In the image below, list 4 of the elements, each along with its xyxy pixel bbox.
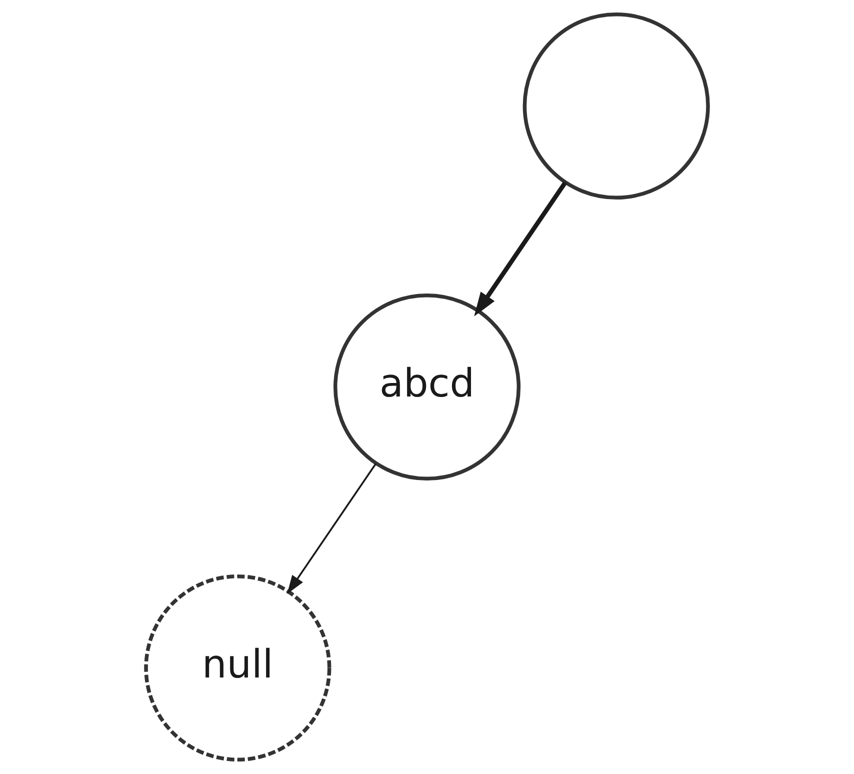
arrow xyxy=(287,463,376,594)
arrow xyxy=(474,181,567,316)
node-circle xyxy=(522,12,710,200)
node-circle: abcd xyxy=(333,293,521,481)
